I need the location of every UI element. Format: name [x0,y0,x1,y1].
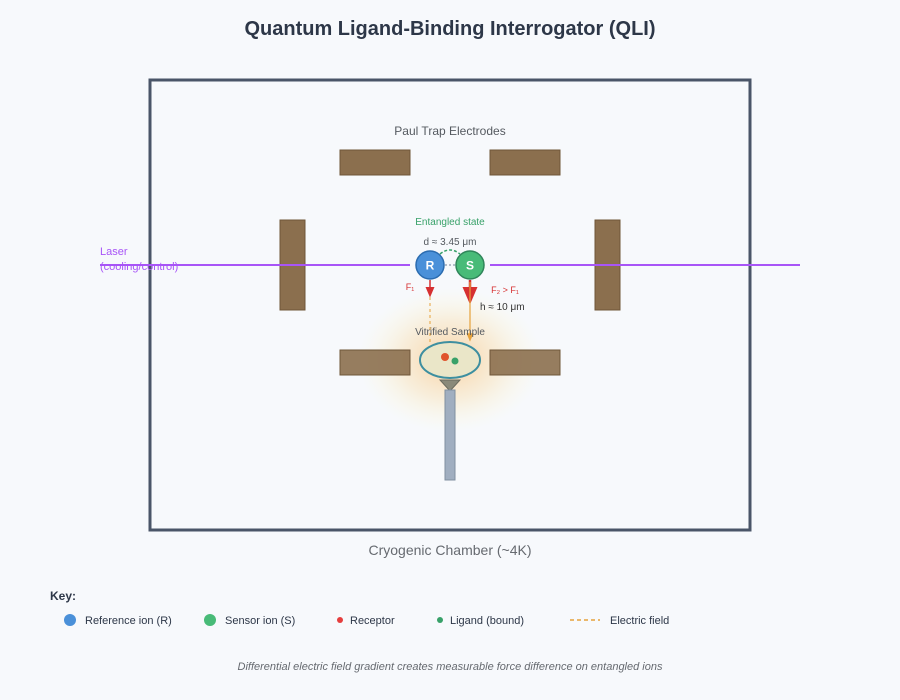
diagram-caption: Differential electric field gradient cre… [238,661,663,673]
key-electric-field-label: Electric field [610,615,669,627]
diagram-title: Quantum Ligand-Binding Interrogator (QLI… [244,18,655,40]
electrode-bottom-left [339,349,411,376]
entangled-state-label: Entangled state [415,217,485,228]
force2-label: F₂ > F₁ [491,285,519,295]
key-ligand-icon [437,617,443,623]
key-title: Key: [50,589,76,603]
key-sensor-ion-icon [204,614,216,626]
key-reference-ion-label: Reference ion (R) [85,615,172,627]
sample-label: Vitrified Sample [415,327,485,338]
key-receptor-label: Receptor [350,615,395,627]
key-reference-ion-icon [64,614,76,626]
electrode-bottom-right [489,349,561,376]
sample-holder-post [444,389,456,481]
ligand-dot [451,357,459,365]
sample-holder-tip [438,379,462,392]
force1-label: F₁ [406,282,415,292]
ion-distance-label: d ≈ 3.45 μm [424,237,477,248]
electrodes-label: Paul Trap Electrodes [394,124,505,138]
receptor-dot [441,353,449,361]
reference-ion: R [415,250,445,280]
key-sensor-ion-label: Sensor ion (S) [225,615,295,627]
entanglement-arc [439,249,461,255]
svg-text:R: R [426,259,435,273]
chamber-label: Cryogenic Chamber (~4K) [368,542,531,558]
laser-label: Laser (cooling/control) [100,246,178,273]
height-label: h ≈ 10 μm [480,302,525,313]
vitrified-sample [419,341,481,379]
key-receptor-icon [337,617,343,623]
svg-text:S: S [466,259,474,273]
electrode-top-left [339,149,411,176]
sensor-ion: S [455,250,485,280]
electrode-top-right [489,149,561,176]
key-ligand-label: Ligand (bound) [450,615,524,627]
